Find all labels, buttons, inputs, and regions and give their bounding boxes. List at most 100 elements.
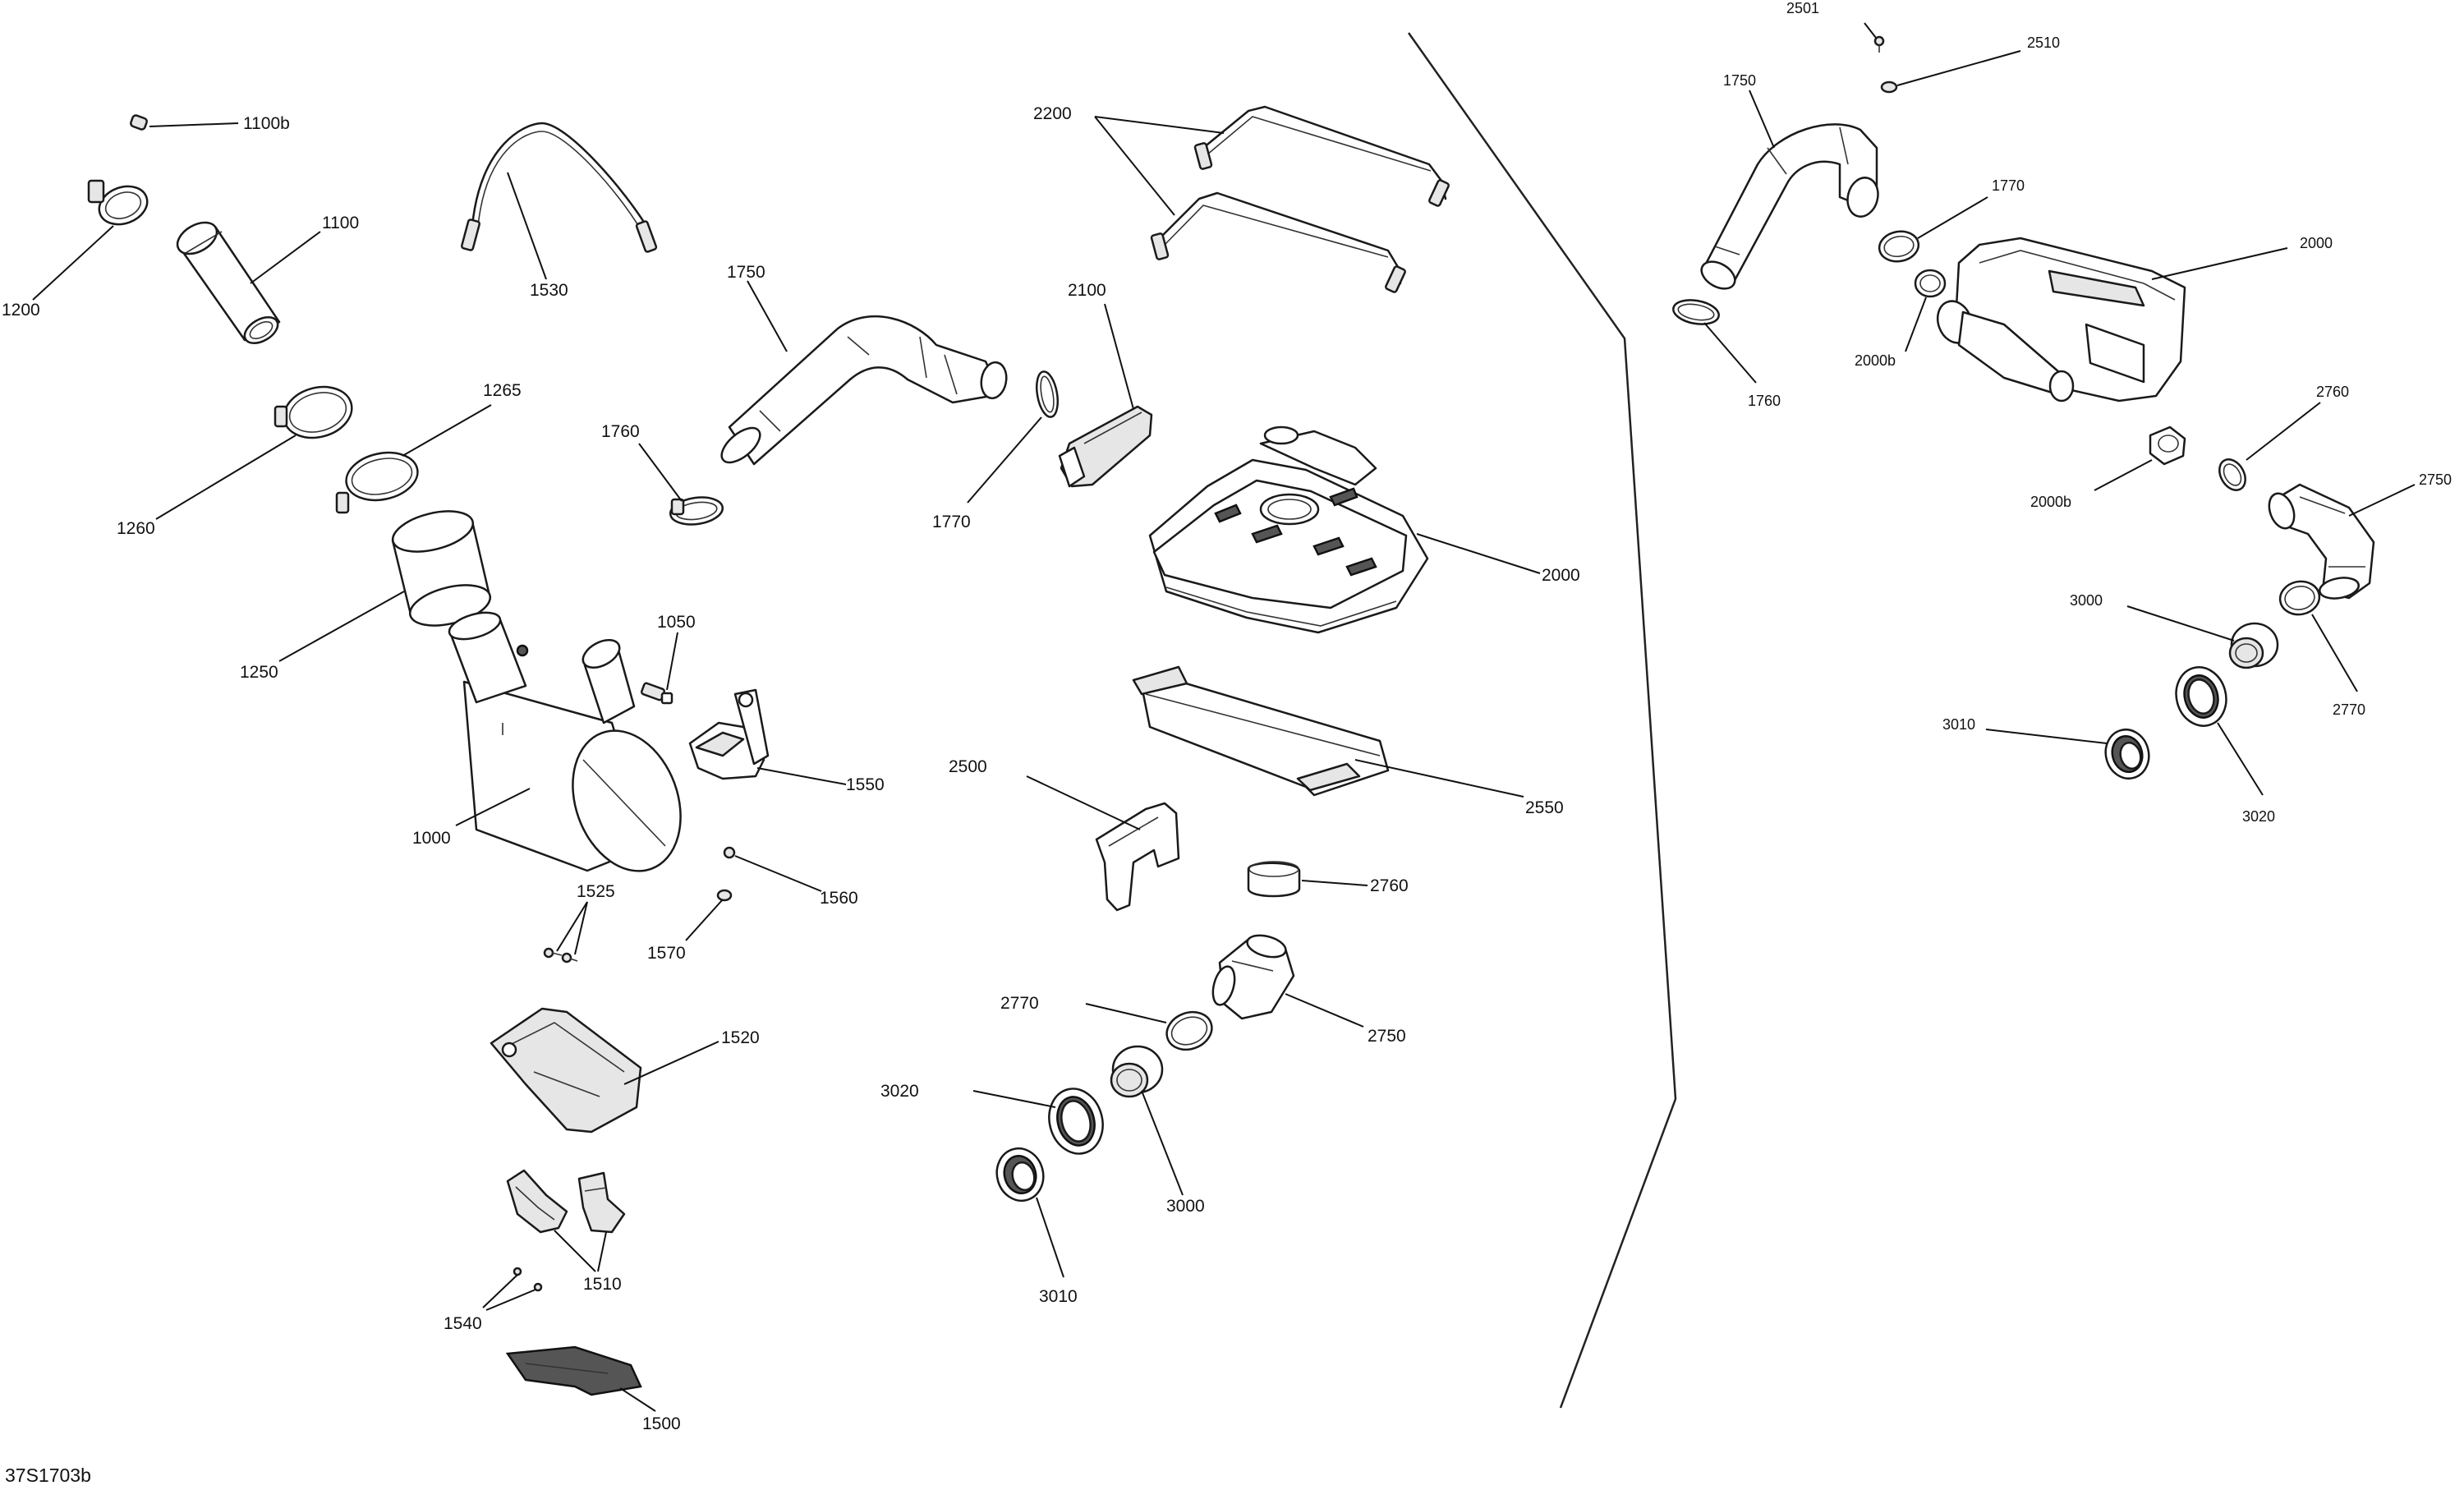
leader-1770-middle [967, 416, 1042, 504]
label-1520: 1520 [721, 1028, 760, 1047]
leader-1265 [402, 404, 492, 457]
label-1750-right: 1750 [1723, 72, 1756, 89]
label-2200: 2200 [1033, 104, 1072, 123]
leader-2501 [1864, 22, 1877, 39]
part-1510-shields [506, 1169, 626, 1234]
label-2100: 2100 [1068, 281, 1106, 300]
part-1550-bracket [688, 688, 770, 780]
part-2500-bracket [1095, 802, 1180, 912]
leader-3020-right [2217, 722, 2264, 796]
label-1770-right: 1770 [1992, 177, 2025, 194]
part-1265-clamp [335, 451, 419, 514]
part-3020-gasket-middle [1048, 1088, 1104, 1155]
label-1260: 1260 [117, 519, 155, 538]
leader-3020-middle [972, 1090, 1056, 1108]
label-1530: 1530 [530, 281, 568, 300]
label-1510: 1510 [583, 1275, 622, 1294]
part-2000-muffler-right [1936, 237, 2186, 402]
part-2760-clamp-middle [1247, 861, 1301, 898]
part-1560-nut [723, 846, 736, 859]
part-2000b-gasket-b [2149, 425, 2186, 466]
part-2501-screw [1873, 35, 1885, 53]
part-2000b-gasket-a [1914, 269, 1947, 298]
leader-2760-right [2246, 402, 2321, 461]
part-1770-clamp-right [1878, 230, 1920, 263]
label-3020-middle: 3020 [880, 1082, 919, 1101]
label-3000-middle: 3000 [1166, 1197, 1205, 1216]
leader-2760-middle [1301, 880, 1368, 886]
part-1050-sensor [640, 682, 673, 705]
part-2770-clamp-right [2278, 580, 2321, 616]
leader-2550 [1354, 759, 1524, 798]
label-1100b: 1100b [243, 114, 290, 133]
label-1000: 1000 [412, 829, 451, 848]
part-3000-adapter-middle [1110, 1045, 1164, 1098]
part-1250-sleeve [391, 510, 492, 627]
label-1050: 1050 [657, 613, 696, 632]
part-2760-clamp-right [2218, 458, 2246, 491]
label-3010-right: 3010 [1942, 716, 1975, 733]
label-1265: 1265 [483, 381, 522, 400]
part-1750-pipe-middle [720, 315, 1008, 466]
leader-1525a [556, 901, 588, 952]
leader-1510a [554, 1230, 596, 1272]
part-1530-strap [461, 122, 658, 253]
part-2100-bracket [1058, 405, 1153, 488]
leader-1550 [756, 767, 847, 785]
leader-1200 [32, 225, 114, 301]
label-1570: 1570 [647, 944, 686, 963]
label-1500: 1500 [642, 1414, 681, 1433]
leader-1540b [485, 1289, 536, 1311]
label-2750-middle: 2750 [1368, 1027, 1406, 1046]
part-1500-plate [505, 1345, 642, 1396]
leader-2750-middle [1285, 993, 1364, 1028]
part-2750-elbow-middle [1211, 934, 1295, 1020]
leader-2500 [1026, 775, 1141, 830]
leader-2000-middle [1416, 533, 1541, 574]
label-2770-right: 2770 [2333, 701, 2365, 718]
label-1200: 1200 [2, 301, 40, 320]
leader-1770-right [1917, 196, 1988, 239]
part-1760-clamp-right [1672, 299, 1720, 325]
part-3000-adapter-right [2228, 622, 2279, 669]
leader-1760-middle [638, 443, 683, 502]
label-1760-middle: 1760 [601, 422, 640, 441]
leader-2200a [1094, 116, 1225, 134]
part-2000-muffler-middle [1148, 425, 1429, 634]
part-1525-screws [543, 947, 578, 963]
label-2510: 2510 [2027, 34, 2060, 51]
part-1000-muffler [448, 611, 682, 872]
leader-1750-middle [747, 280, 788, 352]
leader-1525b [574, 901, 588, 955]
part-1760-clamp-middle [669, 496, 724, 526]
label-2000b-b: 2000b [2030, 494, 2071, 510]
part-2200-straps [1150, 105, 1450, 293]
leader-1540a [482, 1274, 518, 1308]
label-3010-middle: 3010 [1039, 1287, 1078, 1306]
label-1770-middle: 1770 [932, 513, 971, 531]
label-1525: 1525 [577, 882, 615, 901]
label-2000-right: 2000 [2300, 235, 2333, 251]
label-2770-middle: 2770 [1000, 994, 1039, 1013]
leader-2750-right [2348, 484, 2416, 517]
leader-1750-right [1749, 90, 1775, 149]
part-1770-clamp-middle [1035, 370, 1060, 418]
part-2550-heat-plate [1132, 665, 1390, 797]
leader-3010-middle [1036, 1197, 1064, 1278]
leader-1000 [455, 788, 531, 826]
label-2750-right: 2750 [2419, 471, 2452, 488]
leader-2770-middle [1085, 1003, 1167, 1023]
label-2000b-a: 2000b [1855, 352, 1896, 369]
label-1250: 1250 [240, 663, 278, 682]
leader-3000-middle [1141, 1090, 1184, 1196]
part-2750-elbow-right [2268, 483, 2375, 600]
part-1750-pipe-right [1700, 123, 1879, 290]
leader-3000-right [2126, 605, 2235, 642]
leader-1760-right [1703, 322, 1757, 384]
leader-1100 [250, 231, 321, 284]
leader-1500 [619, 1387, 656, 1412]
section-divider-line [1407, 32, 1677, 1409]
leader-2100 [1104, 303, 1134, 410]
leader-2510 [1896, 50, 2021, 86]
